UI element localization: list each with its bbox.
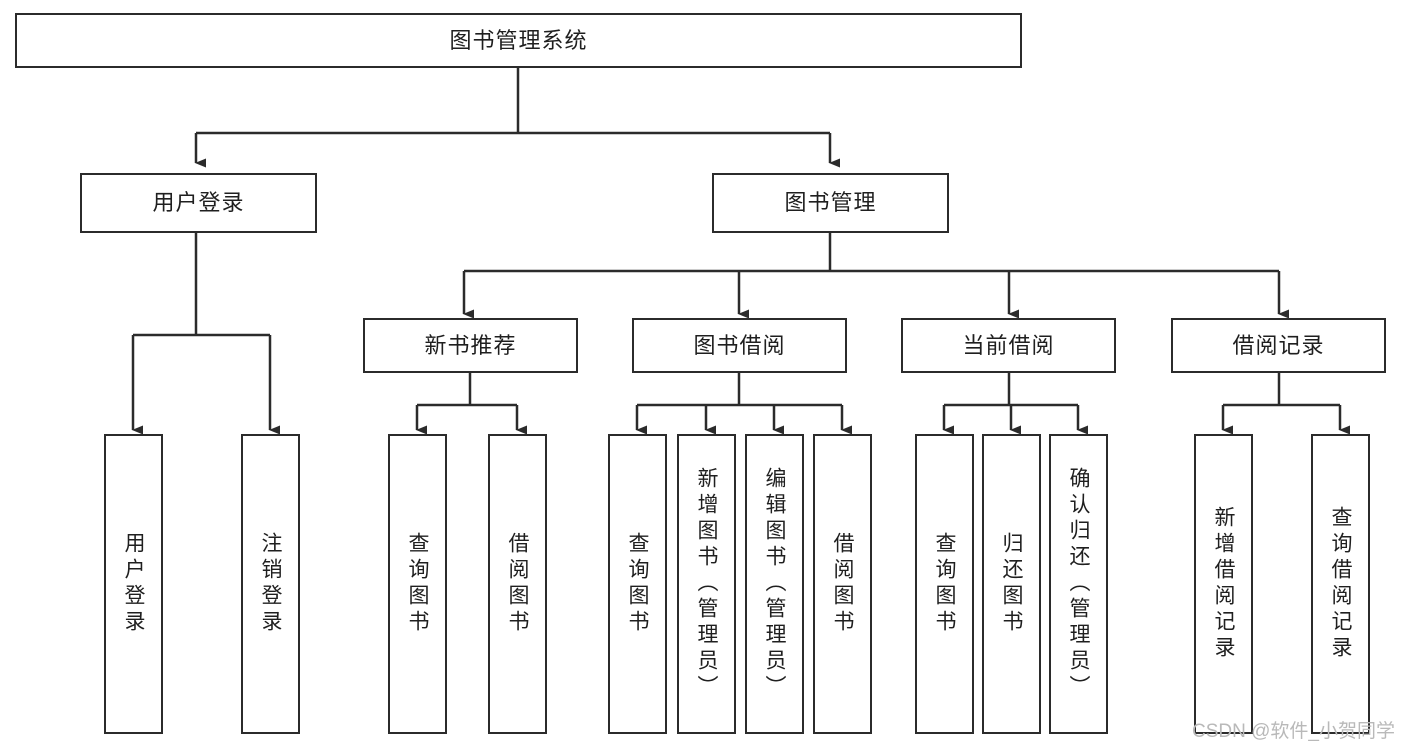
watermark-text: CSDN @软件_小贺同学 xyxy=(1192,721,1395,742)
node-user-login[interactable]: 用户登录 xyxy=(80,173,317,233)
node-label: 查询图书 xyxy=(626,532,649,636)
leaf-record-query-record[interactable]: 查询借阅记录 xyxy=(1311,434,1370,734)
node-label: 新书推荐 xyxy=(424,332,517,358)
leaf-current-confirm-return-admin[interactable]: 确认归还（管理员） xyxy=(1049,434,1108,734)
leaf-borrow-query-book[interactable]: 查询图书 xyxy=(608,434,667,734)
node-label: 确认归还（管理员） xyxy=(1067,467,1090,701)
leaf-user-login-login[interactable]: 用户登录 xyxy=(104,434,163,734)
node-root-system[interactable]: 图书管理系统 xyxy=(15,13,1022,68)
node-label: 编辑图书（管理员） xyxy=(763,467,786,701)
leaf-record-add-record[interactable]: 新增借阅记录 xyxy=(1194,434,1253,734)
node-label: 借阅图书 xyxy=(831,532,854,636)
node-book-borrow[interactable]: 图书借阅 xyxy=(632,318,847,373)
node-label: 归还图书 xyxy=(1000,532,1023,636)
node-label: 图书管理 xyxy=(784,190,877,216)
leaf-recommend-borrow-book[interactable]: 借阅图书 xyxy=(488,434,547,734)
node-label: 查询借阅记录 xyxy=(1329,506,1352,662)
node-label: 查询图书 xyxy=(406,532,429,636)
node-label: 新增借阅记录 xyxy=(1212,506,1235,662)
node-label: 注销登录 xyxy=(259,532,282,636)
node-label: 图书管理系统 xyxy=(449,27,588,53)
leaf-user-login-logout[interactable]: 注销登录 xyxy=(241,434,300,734)
node-label: 新增图书（管理员） xyxy=(695,467,718,701)
node-label: 用户登录 xyxy=(152,190,245,216)
leaf-current-query-book[interactable]: 查询图书 xyxy=(915,434,974,734)
leaf-current-return-book[interactable]: 归还图书 xyxy=(982,434,1041,734)
node-borrow-record[interactable]: 借阅记录 xyxy=(1171,318,1386,373)
leaf-borrow-add-book-admin[interactable]: 新增图书（管理员） xyxy=(677,434,736,734)
node-label: 查询图书 xyxy=(933,532,956,636)
node-new-book-recommend[interactable]: 新书推荐 xyxy=(363,318,578,373)
leaf-recommend-query-book[interactable]: 查询图书 xyxy=(388,434,447,734)
node-book-management[interactable]: 图书管理 xyxy=(712,173,949,233)
node-label: 借阅记录 xyxy=(1232,332,1325,358)
node-label: 借阅图书 xyxy=(506,532,529,636)
leaf-borrow-edit-book-admin[interactable]: 编辑图书（管理员） xyxy=(745,434,804,734)
node-label: 当前借阅 xyxy=(962,332,1055,358)
node-current-borrow[interactable]: 当前借阅 xyxy=(901,318,1116,373)
node-label: 用户登录 xyxy=(122,532,145,636)
leaf-borrow-borrow-book[interactable]: 借阅图书 xyxy=(813,434,872,734)
node-label: 图书借阅 xyxy=(693,332,786,358)
